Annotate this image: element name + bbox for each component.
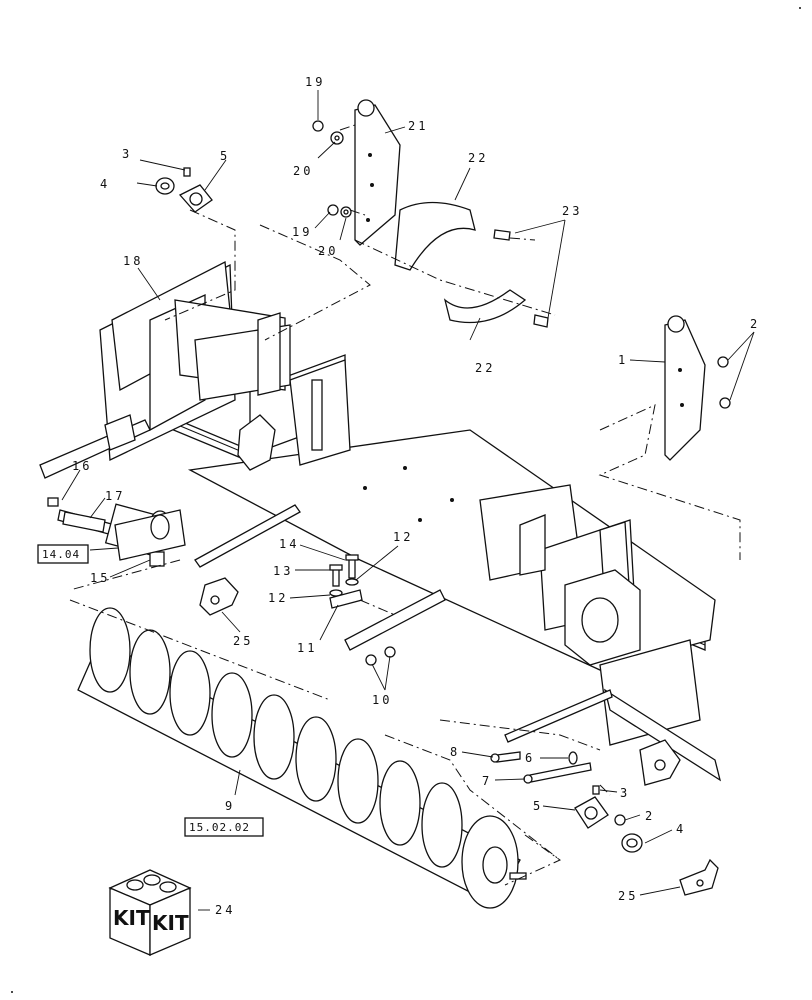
- grease-fitting-16: [47, 497, 59, 507]
- callout-19-lower: 19: [292, 225, 312, 239]
- callout-7: 7: [482, 774, 492, 788]
- callout-16: 16: [72, 459, 92, 473]
- nut-2-upper: [717, 356, 729, 368]
- callout-2-lower: 2: [645, 809, 655, 823]
- reference-label-150202: 15.02.02: [189, 821, 250, 834]
- bolt-7: [523, 762, 592, 784]
- bolt-23-lower: [533, 314, 549, 328]
- callout-4-upper: 4: [100, 177, 110, 191]
- side-plate-1: [664, 315, 706, 461]
- leader-lines: [61, 90, 755, 911]
- nut-19-upper: [312, 120, 324, 132]
- callout-1: 1: [618, 353, 628, 367]
- nut-10-right: [384, 646, 396, 658]
- callout-25-right: 25: [618, 889, 638, 903]
- callout-9: 9: [225, 799, 235, 813]
- callout-5-upper: 5: [220, 149, 230, 163]
- nut-2-lower: [719, 397, 731, 409]
- nut-19-lower: [327, 204, 339, 216]
- rotor-assembly-9: [77, 607, 527, 909]
- reference-label-1404: 14.04: [42, 548, 80, 561]
- bolt-14: [345, 554, 359, 579]
- assembly-lines: [69, 124, 741, 886]
- bracket-25-left: [199, 577, 239, 616]
- bolt-13: [329, 564, 343, 587]
- washer-6: [568, 751, 578, 765]
- callout-24: 24: [215, 903, 235, 917]
- callout-12-lower: 12: [268, 591, 288, 605]
- callout-21: 21: [408, 119, 428, 133]
- callout-3-lower: 3: [620, 786, 630, 800]
- kit-label-right: KIT: [152, 911, 189, 935]
- callout-12-upper: 12: [393, 530, 413, 544]
- washer-20-upper: [330, 131, 344, 145]
- callout-3-upper: 3: [122, 147, 132, 161]
- nut-10-left: [365, 654, 377, 666]
- bolt-23-upper: [493, 229, 511, 241]
- flange-bearing-5-lower: [574, 796, 609, 829]
- grease-fitting-3-upper: [183, 167, 191, 177]
- bracket-25-right: [679, 858, 719, 896]
- shield-22-upper: [394, 201, 476, 271]
- callout-11: 11: [297, 641, 317, 655]
- callout-17: 17: [105, 489, 125, 503]
- corner-mark: [11, 991, 13, 993]
- callout-15: 15: [90, 571, 110, 585]
- side-plate-21: [354, 99, 401, 246]
- callout-25-left: 25: [233, 634, 253, 648]
- bolt-8: [490, 751, 521, 763]
- washer-20-lower: [340, 206, 352, 218]
- callout-4-lower: 4: [676, 822, 686, 836]
- callout-20-lower: 20: [318, 244, 338, 258]
- washer-12-upper: [345, 578, 359, 586]
- callout-5-lower: 5: [533, 799, 543, 813]
- kit-box-24: KIT KIT: [108, 869, 192, 956]
- callout-13: 13: [273, 564, 293, 578]
- callout-10: 10: [372, 693, 392, 707]
- flange-bearing-5-upper: [178, 184, 213, 213]
- reference-box-1404[interactable]: 14.04: [37, 544, 89, 564]
- callout-22-upper: 22: [468, 151, 488, 165]
- callout-19-upper: 19: [305, 75, 325, 89]
- block-15-housing: [114, 509, 186, 561]
- bearing-insert-4-lower: [621, 833, 643, 853]
- grease-fitting-3-lower: [592, 785, 600, 795]
- callout-2-upper: 2: [750, 317, 760, 331]
- bracket-right-hub: [639, 739, 681, 786]
- callout-18: 18: [123, 254, 143, 268]
- callout-8: 8: [450, 745, 460, 759]
- shaft-17: [62, 511, 106, 533]
- callout-23: 23: [562, 204, 582, 218]
- reference-box-150202[interactable]: 15.02.02: [184, 817, 264, 837]
- callout-22-lower: 22: [475, 361, 495, 375]
- kit-label-left: KIT: [113, 906, 150, 930]
- main-frame: [39, 260, 722, 782]
- nut-2-bottom: [614, 814, 626, 826]
- shield-22-lower: [443, 289, 527, 324]
- callout-6: 6: [525, 751, 535, 765]
- callout-14: 14: [279, 537, 299, 551]
- bearing-insert-4-upper: [155, 177, 175, 195]
- corner-mark: [799, 7, 801, 9]
- callout-20-upper: 20: [293, 164, 313, 178]
- nut-15: [149, 551, 165, 567]
- plate-11: [329, 589, 363, 609]
- callout-labels: 19 20 21 22 23 19 20 22 3 4 5 18 1 2 16 …: [72, 75, 760, 917]
